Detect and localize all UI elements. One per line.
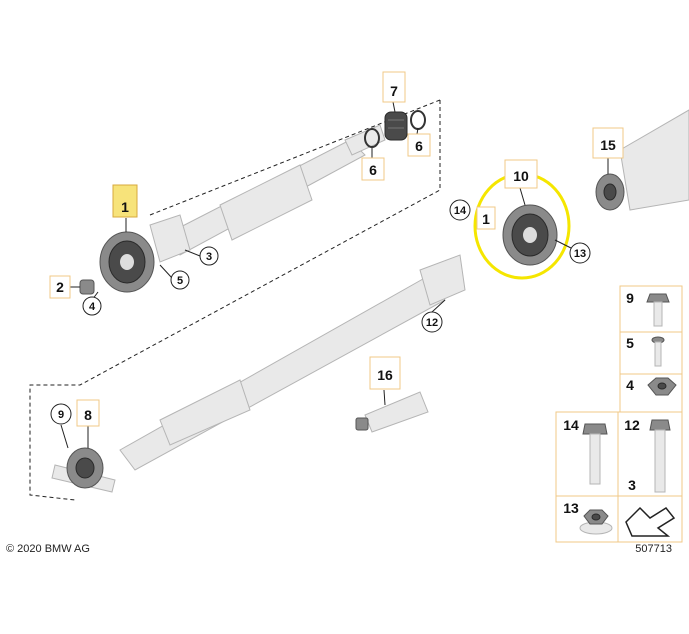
callout-9-main[interactable]: 9 bbox=[50, 403, 72, 425]
o-ring-right bbox=[410, 110, 426, 130]
flex-disc-left bbox=[99, 231, 155, 293]
legend-13-label: 13 bbox=[563, 500, 579, 516]
callout-7[interactable]: 7 bbox=[382, 71, 406, 103]
o-ring-left bbox=[364, 128, 380, 148]
bushing-2 bbox=[79, 279, 95, 295]
rubber-boot bbox=[384, 111, 408, 141]
diagram-id: 507713 bbox=[635, 543, 672, 555]
center-bearing bbox=[51, 447, 116, 493]
flange-bolt-icon bbox=[582, 423, 608, 485]
callout-6-right-label: 6 bbox=[415, 138, 423, 154]
legend-item-5[interactable]: 5 bbox=[626, 335, 665, 367]
legend-item-14[interactable]: 14 bbox=[563, 417, 608, 485]
bolt-icon bbox=[646, 293, 670, 327]
callout-6-left-label: 6 bbox=[369, 162, 377, 178]
callout-2[interactable]: 2 bbox=[49, 275, 71, 299]
dashed-frame-front bbox=[29, 100, 441, 501]
screw-icon bbox=[651, 336, 665, 367]
callout-10-label: 10 bbox=[513, 168, 529, 184]
collar-nut-icon bbox=[579, 509, 613, 535]
nut-icon bbox=[647, 377, 677, 396]
callout-14-main[interactable]: 14 bbox=[449, 199, 471, 221]
callout-8[interactable]: 8 bbox=[76, 399, 100, 427]
direction-arrow-icon bbox=[625, 506, 676, 537]
differential-flange bbox=[595, 109, 689, 211]
callout-16[interactable]: 16 bbox=[369, 356, 401, 390]
callout-16-label: 16 bbox=[377, 367, 393, 383]
copyright-text: © 2020 BMW AG bbox=[6, 543, 90, 555]
callout-14-main-label: 14 bbox=[454, 205, 467, 217]
callout-1-right-label: 1 bbox=[482, 211, 490, 227]
callout-13-main-label: 13 bbox=[574, 248, 586, 260]
callout-4-label: 4 bbox=[89, 301, 96, 313]
callout-1-right[interactable]: 1 bbox=[476, 206, 496, 230]
legend-12-label: 12 bbox=[624, 417, 640, 433]
callout-6-right[interactable]: 6 bbox=[407, 133, 431, 157]
callout-10[interactable]: 10 bbox=[504, 159, 538, 189]
legend-item-4[interactable]: 4 bbox=[626, 377, 677, 396]
callout-7-label: 7 bbox=[390, 83, 398, 99]
callout-5-label: 5 bbox=[177, 275, 183, 287]
rear-propeller-shaft bbox=[119, 254, 466, 471]
callout-15[interactable]: 15 bbox=[592, 127, 624, 159]
legend-item-13[interactable]: 13 bbox=[563, 500, 613, 535]
legend-3-label: 3 bbox=[628, 477, 636, 493]
legend-item-12[interactable]: 12 bbox=[624, 417, 671, 493]
legend-5-label: 5 bbox=[626, 335, 634, 351]
callout-3[interactable]: 3 bbox=[199, 246, 219, 266]
callout-4[interactable]: 4 bbox=[82, 296, 102, 316]
legend-9-label: 9 bbox=[626, 290, 634, 306]
long-bolt-icon bbox=[649, 419, 671, 493]
grease-tube bbox=[355, 391, 429, 433]
callout-6-left[interactable]: 6 bbox=[361, 157, 385, 181]
callout-13-main[interactable]: 13 bbox=[569, 242, 591, 264]
callout-9-main-label: 9 bbox=[58, 409, 64, 421]
flex-disc-right bbox=[502, 204, 558, 266]
legend-14-label: 14 bbox=[563, 417, 579, 433]
legend-item-3[interactable]: 3 bbox=[628, 477, 636, 493]
legend-item-9[interactable]: 9 bbox=[626, 290, 670, 327]
callout-8-label: 8 bbox=[84, 407, 92, 423]
callout-15-label: 15 bbox=[600, 137, 616, 153]
callout-1[interactable]: 1 bbox=[112, 184, 138, 218]
callout-3-label: 3 bbox=[206, 251, 212, 263]
front-propeller-shaft bbox=[149, 124, 386, 263]
callout-12-main[interactable]: 12 bbox=[421, 311, 443, 333]
legend-4-label: 4 bbox=[626, 377, 634, 393]
leader-lines bbox=[60, 101, 609, 449]
callout-5[interactable]: 5 bbox=[170, 270, 190, 290]
callout-1-label: 1 bbox=[121, 199, 129, 215]
callout-12-main-label: 12 bbox=[426, 317, 438, 329]
callout-2-label: 2 bbox=[56, 279, 64, 295]
